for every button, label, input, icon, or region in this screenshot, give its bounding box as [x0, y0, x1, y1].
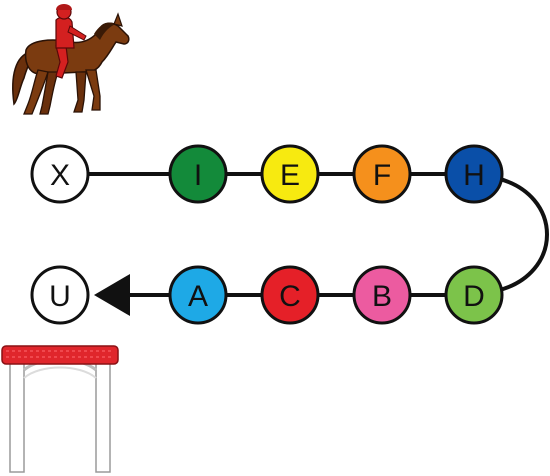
marker-h: H — [444, 144, 504, 204]
marker-letter: I — [194, 159, 202, 192]
marker-u: U — [30, 265, 90, 325]
marker-circle — [168, 265, 228, 325]
marker-letter: C — [279, 280, 301, 313]
marker-letter: E — [280, 159, 300, 192]
marker-c: C — [260, 265, 320, 325]
horse-rider-icon — [12, 4, 130, 115]
marker-a: A — [168, 265, 228, 325]
marker-e: E — [260, 144, 320, 204]
marker-circle — [168, 144, 228, 204]
marker-letter: F — [373, 159, 391, 192]
marker-letter: U — [49, 280, 71, 313]
marker-i: I — [168, 144, 228, 204]
marker-letter: B — [372, 280, 392, 313]
marker-circle — [260, 144, 320, 204]
marker-circle — [30, 265, 90, 325]
marker-x: X — [30, 144, 90, 204]
marker-letter: D — [463, 280, 485, 313]
marker-letter: A — [188, 280, 208, 313]
marker-circle — [352, 144, 412, 204]
marker-letter: H — [463, 159, 485, 192]
course-markers: X I E F H D B C A U — [30, 144, 504, 325]
show-jump-icon — [1, 345, 119, 473]
marker-letter: X — [50, 159, 70, 192]
marker-b: B — [352, 265, 412, 325]
marker-circle — [444, 144, 504, 204]
marker-d: D — [444, 265, 504, 325]
arrowhead-icon — [94, 274, 130, 316]
marker-circle — [260, 265, 320, 325]
connector-turn — [495, 176, 549, 293]
marker-circle — [30, 144, 90, 204]
marker-circle — [444, 265, 504, 325]
marker-circle — [352, 265, 412, 325]
marker-f: F — [352, 144, 412, 204]
